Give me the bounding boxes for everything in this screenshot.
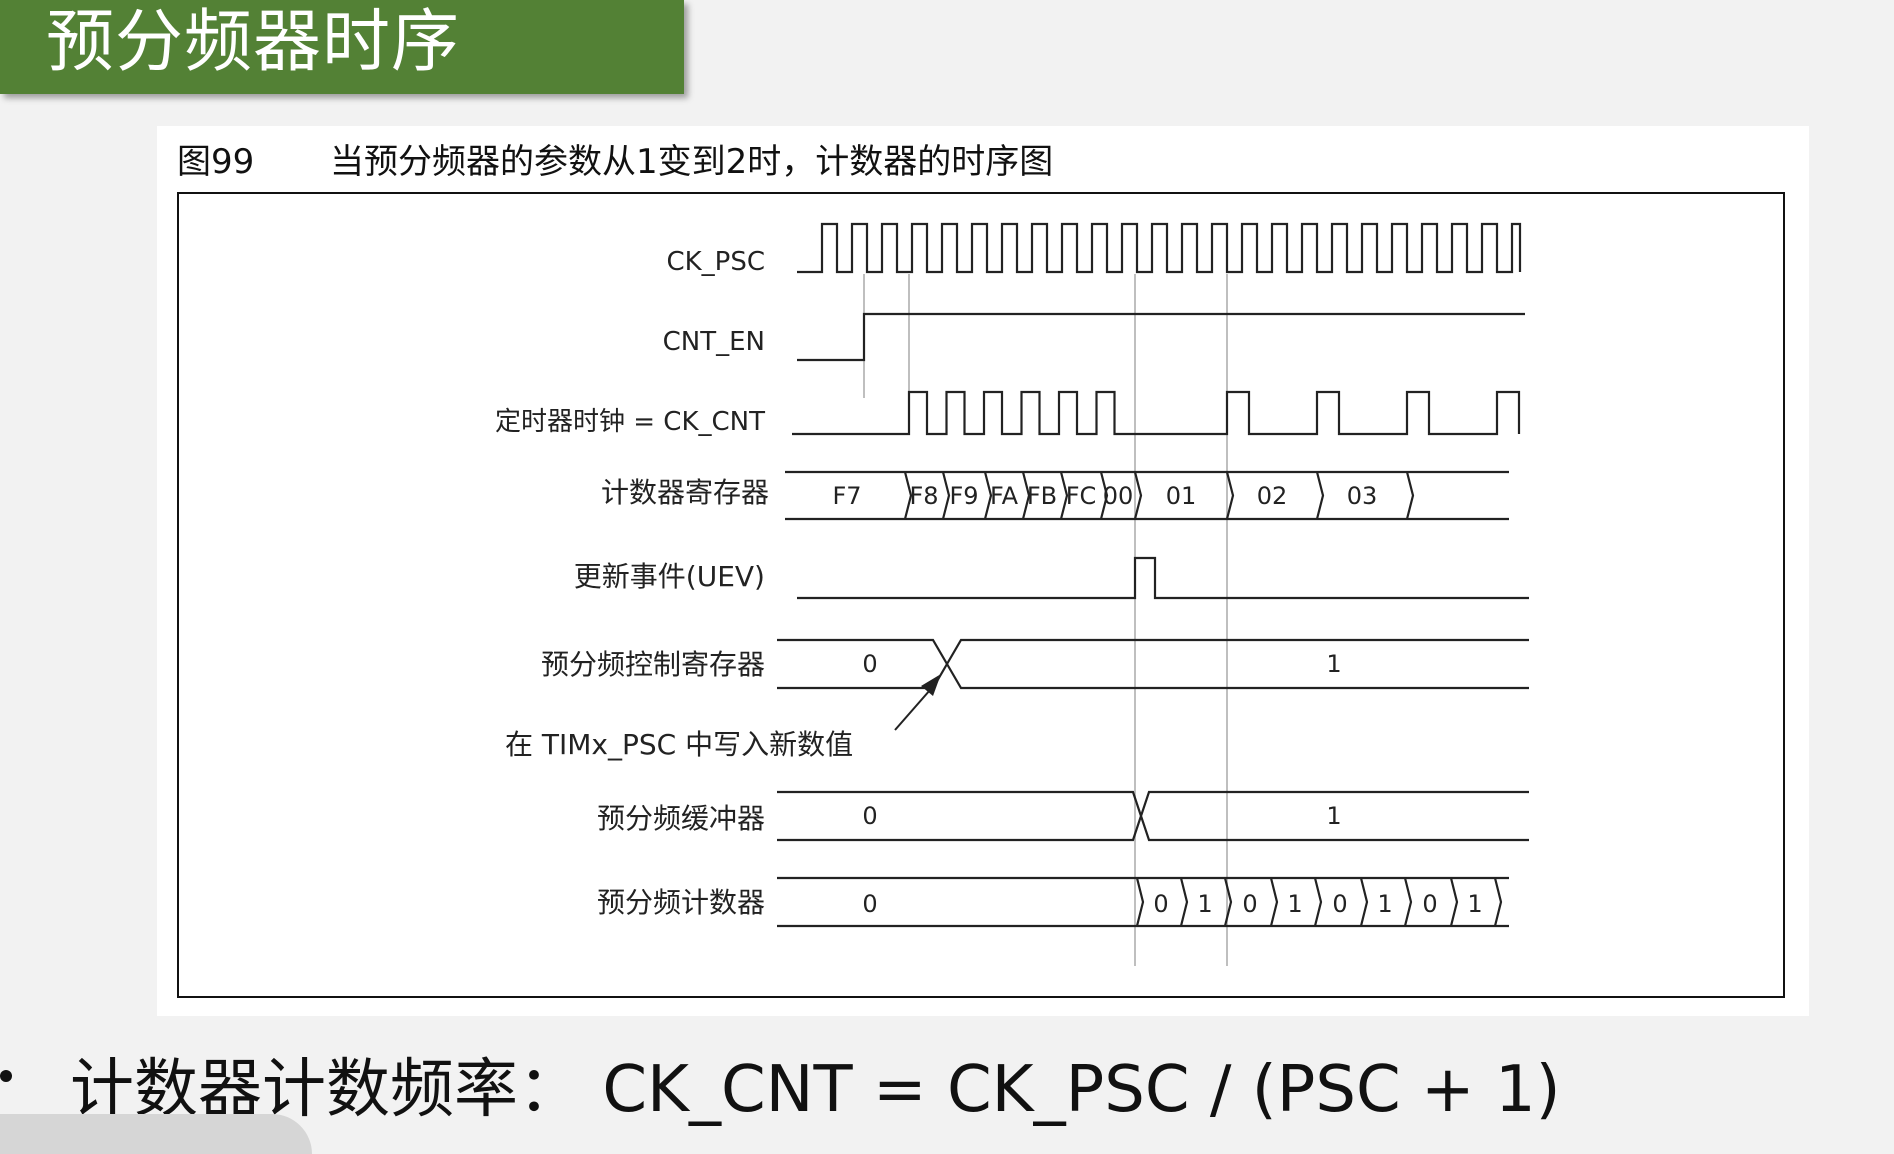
counter-value: FA <box>990 482 1019 510</box>
figure-caption: 当预分频器的参数从1变到2时，计数器的时序图 <box>330 142 1054 182</box>
annotation-arrow <box>894 674 941 731</box>
psc-buffer-bus <box>777 790 1529 842</box>
psc-counter-value: 0 <box>862 890 877 918</box>
label-psc-counter: 预分频计数器 <box>597 886 765 919</box>
counter-value: F8 <box>909 482 938 510</box>
counter-register-bus <box>785 470 1509 521</box>
ck-psc-waveform <box>797 222 1522 274</box>
uev-waveform <box>797 556 1529 600</box>
label-ck-psc: CK_PSC <box>666 247 765 277</box>
psc-control-value: 0 <box>862 650 877 678</box>
psc-counter-value: 0 <box>1153 890 1168 918</box>
psc-counter-value: 1 <box>1377 890 1392 918</box>
figure-number: 图99 <box>177 142 255 182</box>
formula-text: 计数器计数频率： CK_CNT = CK_PSC / (PSC + 1) <box>70 1053 1561 1127</box>
psc-buffer-value: 0 <box>862 802 877 830</box>
counter-value: F7 <box>832 482 861 510</box>
psc-counter-value: 0 <box>1242 890 1257 918</box>
figure-frame <box>177 192 1785 998</box>
counter-value: F9 <box>949 482 978 510</box>
psc-counter-bus <box>777 876 1509 928</box>
psc-control-bus <box>777 638 1529 690</box>
psc-counter-value: 1 <box>1467 890 1482 918</box>
title-banner: 预分频器时序 <box>0 0 684 94</box>
label-counter-register: 计数器寄存器 <box>601 476 769 509</box>
waveforms <box>777 222 1529 928</box>
counter-value: 01 <box>1166 482 1197 510</box>
figure-panel: 图99 当预分频器的参数从1变到2时，计数器的时序图 <box>157 126 1809 1016</box>
label-psc-control: 预分频控制寄存器 <box>541 648 765 681</box>
counter-value: FC <box>1066 482 1097 510</box>
cnt-en-waveform <box>797 312 1525 362</box>
psc-counter-value: 1 <box>1197 890 1212 918</box>
psc-buffer-value: 1 <box>1326 802 1341 830</box>
psc-control-value: 1 <box>1326 650 1341 678</box>
label-cnt-en: CNT_EN <box>663 327 765 357</box>
timing-diagram: CK_PSC CNT_EN 定时器时钟 = CK_CNT 计数器寄存器 更新事件… <box>495 222 1529 966</box>
psc-counter-value: 0 <box>1332 890 1347 918</box>
psc-counter-value: 0 <box>1422 890 1437 918</box>
counter-value: 00 <box>1103 482 1134 510</box>
label-ck-cnt: 定时器时钟 = CK_CNT <box>495 407 765 437</box>
slide-title: 预分频器时序 <box>46 3 461 82</box>
reference-lines <box>863 274 1228 966</box>
slide-corner-decoration <box>0 1114 312 1154</box>
label-uev: 更新事件(UEV) <box>574 560 765 593</box>
counter-value: 03 <box>1347 482 1378 510</box>
counter-value: FB <box>1027 482 1057 510</box>
annotation-text: 在 TIMx_PSC 中写入新数值 <box>505 728 853 761</box>
counter-value: 02 <box>1257 482 1288 510</box>
psc-counter-value: 1 <box>1287 890 1302 918</box>
label-psc-buffer: 预分频缓冲器 <box>597 802 765 835</box>
bullet-icon <box>0 1070 12 1082</box>
ck-cnt-waveform <box>792 390 1521 436</box>
